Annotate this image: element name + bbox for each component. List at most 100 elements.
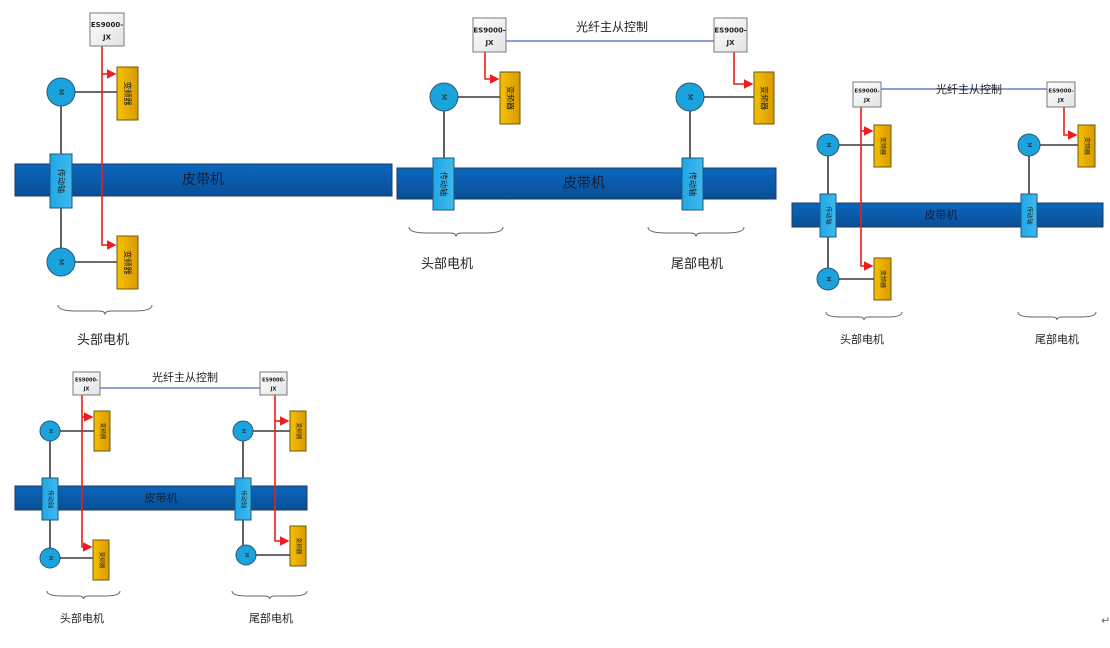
vfd-rect [499, 71, 521, 125]
drive-shaft: 传动轴 [681, 157, 704, 211]
belt-rect [14, 485, 308, 511]
controller-label-line1: ES9000- [854, 89, 879, 95]
curly-brace [57, 304, 153, 315]
vfd-rect [289, 410, 307, 452]
motor: M [46, 77, 76, 107]
vfd-box: 变频器 [753, 71, 775, 125]
motor: M [39, 420, 61, 442]
controller-rect [472, 17, 507, 53]
controller-rect [259, 371, 288, 396]
tail-motor-caption: 尾部电机 [671, 257, 723, 272]
control-signal-line [484, 52, 500, 84]
fiber-link-caption: 光纤主从控制 [936, 82, 1002, 96]
motor: M [816, 267, 840, 291]
vfd-label: 变频器 [99, 423, 107, 440]
motor-label: M [47, 429, 53, 433]
belt-conveyor: 皮带机 [791, 202, 1104, 228]
vfd-label: 变频器 [879, 270, 887, 288]
vfd-label: 变频器 [295, 423, 303, 440]
vfd-rect [93, 410, 111, 452]
controller-box: ES9000-JX [72, 371, 101, 396]
shaft-label: 传动轴 [240, 490, 248, 508]
motor-label: M [825, 142, 832, 147]
control-signal-line [81, 394, 93, 552]
controller-label-line2: JX [863, 98, 871, 104]
vfd-box: 变频器 [499, 71, 521, 125]
diagram-4-fiber-head-dual-tail-dual: 皮带机传动轴传动轴MMMM变频器变频器变频器变频器ES9000-JXES9000… [14, 370, 308, 625]
shaft-label: 传动轴 [47, 490, 55, 508]
controller-label-line1: ES9000- [262, 378, 285, 384]
vfd-rect [116, 235, 139, 290]
vfd-label: 变频器 [98, 552, 106, 569]
motor: M [675, 82, 705, 112]
vfd-rect [1077, 124, 1096, 168]
vfd-rect [753, 71, 775, 125]
motor-label: M [825, 276, 832, 281]
vfd-box: 变频器 [873, 124, 892, 168]
motor: M [46, 247, 76, 277]
drive-shaft: 传动轴 [49, 153, 73, 209]
control-signal-line [1063, 106, 1078, 140]
curly-brace [231, 590, 308, 600]
shaft-rect [234, 477, 252, 521]
shaft-label: 传动轴 [825, 206, 833, 224]
diagram-3-fiber-head-dual-tail-single: 皮带机传动轴传动轴MMM变频器变频器变频器ES9000-JXES9000-JX光… [791, 81, 1104, 346]
motor-label: M [440, 94, 448, 100]
vfd-label: 变频器 [760, 86, 770, 110]
vfd-box: 变频器 [1077, 124, 1096, 168]
motor: M [816, 133, 840, 157]
belt-conveyor: 皮带机 [14, 485, 308, 511]
motor-label: M [57, 89, 65, 95]
controller-label-line2: JX [484, 39, 494, 47]
motor: M [235, 544, 257, 566]
motor-label: M [57, 259, 65, 265]
vfd-label: 变频器 [506, 86, 516, 110]
controller-rect [852, 81, 882, 108]
drive-shaft: 传动轴 [819, 193, 837, 238]
belt-rect [396, 167, 777, 200]
controller-rect [89, 12, 125, 47]
vfd-rect [873, 124, 892, 168]
head-motor-caption: 头部电机 [421, 257, 473, 272]
curly-brace [647, 226, 745, 237]
vfd-box: 变频器 [92, 539, 110, 581]
vfd-box: 变频器 [93, 410, 111, 452]
belt-conveyor: 皮带机 [14, 163, 393, 197]
head-motor-caption: 头部电机 [840, 332, 884, 346]
motor: M [429, 82, 459, 112]
fiber-link-caption: 光纤主从控制 [576, 20, 648, 34]
vfd-label: 变频器 [123, 251, 133, 275]
controller-box: ES9000-JX [713, 17, 748, 53]
controller-label-line2: JX [270, 386, 277, 392]
controller-rect [72, 371, 101, 396]
controller-label-line1: ES9000- [714, 26, 746, 34]
motor-label: M [47, 556, 53, 560]
vfd-rect [92, 539, 110, 581]
drive-shaft: 传动轴 [1020, 193, 1038, 238]
controller-box: ES9000-JX [1046, 81, 1076, 108]
fiber-link-caption: 光纤主从控制 [152, 370, 218, 384]
vfd-box: 变频器 [289, 410, 307, 452]
shaft-rect [49, 153, 73, 209]
motor: M [232, 420, 254, 442]
controller-box: ES9000-JX [89, 12, 125, 47]
motor-label: M [686, 94, 694, 100]
drive-shaft: 传动轴 [234, 477, 252, 521]
vfd-rect [873, 257, 892, 301]
motor-label: M [243, 553, 249, 557]
belt-conveyor: 皮带机 [396, 167, 777, 200]
shaft-rect [432, 157, 455, 211]
vfd-box: 变频器 [873, 257, 892, 301]
controller-rect [1046, 81, 1076, 108]
motor-label: M [240, 429, 246, 433]
controller-box: ES9000- JX [852, 81, 882, 108]
shaft-rect [819, 193, 837, 238]
shaft-label: 传动轴 [439, 172, 449, 196]
vfd-box: 变频器 [116, 66, 139, 121]
shaft-label: 传动轴 [1026, 206, 1034, 224]
belt-rect [14, 163, 393, 197]
shaft-rect [681, 157, 704, 211]
tail-motor-caption: 尾部电机 [1035, 332, 1079, 346]
controller-label-line2: JX [1057, 98, 1065, 104]
